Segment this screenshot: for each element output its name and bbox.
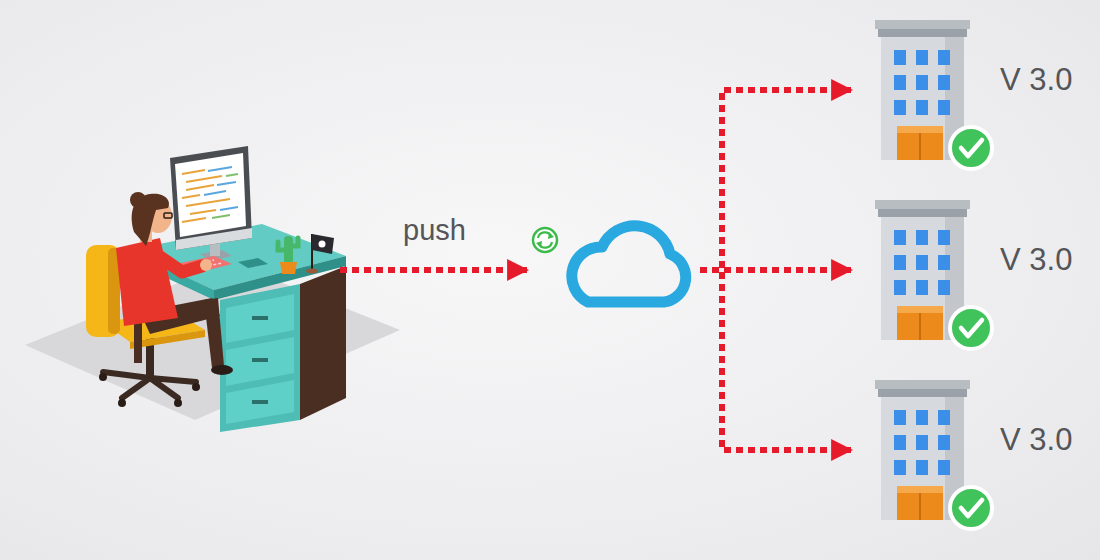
drawer xyxy=(226,294,294,343)
hand xyxy=(200,259,212,271)
code-lines xyxy=(212,174,238,218)
drawer xyxy=(226,380,294,424)
flag-cloth xyxy=(312,234,334,254)
chair-wheel xyxy=(99,373,107,381)
version-label: V 3.0 xyxy=(1000,241,1072,278)
code-lines xyxy=(182,170,230,222)
monitor-bezel xyxy=(170,146,252,250)
mouse-pad xyxy=(238,258,268,268)
version-label: V 3.0 xyxy=(1000,61,1072,98)
chair-wheel xyxy=(192,383,200,391)
developer-person xyxy=(116,192,233,375)
pirate-flag xyxy=(306,234,334,274)
deploy-arrow xyxy=(340,267,528,273)
drawer-handle xyxy=(252,400,268,404)
deploy-arrow xyxy=(700,270,852,450)
edge-label: push xyxy=(400,213,469,248)
cloud-outline xyxy=(572,226,686,302)
chair-wheel xyxy=(118,399,126,407)
monitor-screen xyxy=(175,153,246,237)
computer-monitor xyxy=(170,146,252,261)
developer-workstation xyxy=(20,150,340,390)
code-lines xyxy=(204,167,238,210)
desk-edge xyxy=(214,256,346,300)
sync-icon xyxy=(533,228,557,252)
chair-wheel xyxy=(174,399,182,407)
cactus-arm xyxy=(278,242,284,250)
version-label: V 3.0 xyxy=(1000,421,1072,458)
drawer-side xyxy=(300,266,346,420)
client-building: V 3.0 xyxy=(852,15,1081,165)
office-building xyxy=(875,20,992,169)
chair-back xyxy=(86,245,120,337)
arm xyxy=(150,250,202,272)
drawer-front xyxy=(220,284,300,432)
cloud-illustration xyxy=(533,226,686,302)
developer-illustration xyxy=(25,146,400,432)
lower-leg xyxy=(204,298,224,368)
glasses xyxy=(164,213,172,218)
drawer-handle xyxy=(252,316,268,320)
office-building xyxy=(875,380,992,529)
desk xyxy=(128,224,346,432)
drawer-handle xyxy=(252,358,268,362)
deploy-arrow xyxy=(700,90,852,270)
client-building: V 3.0 xyxy=(852,375,1081,525)
sync-arrowhead xyxy=(548,232,554,239)
monitor-chin xyxy=(176,228,252,250)
office-building xyxy=(875,200,992,349)
cloud-server xyxy=(528,220,700,320)
client-building: V 3.0 xyxy=(852,195,1081,345)
sync-arrowhead xyxy=(536,241,542,248)
hair-bun xyxy=(130,192,146,208)
flag-skull xyxy=(319,241,326,248)
cactus xyxy=(278,236,298,274)
flag-base xyxy=(306,269,318,274)
shoe xyxy=(211,365,233,375)
cactus-arm xyxy=(293,238,298,246)
cactus-pot xyxy=(280,262,297,274)
drawer xyxy=(226,337,294,386)
